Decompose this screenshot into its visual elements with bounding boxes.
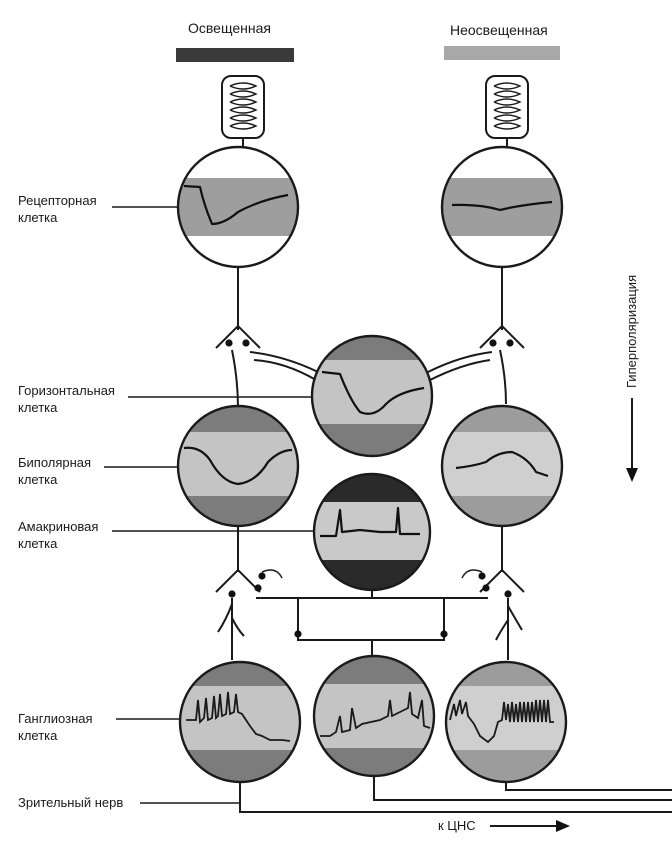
label-ganglion-line1: Ганглиозная <box>18 711 93 726</box>
ganglion-dendrites-right <box>495 590 523 660</box>
bipolar-cell-lit <box>176 404 300 528</box>
header-illuminated: Освещенная <box>188 20 271 36</box>
receptor-synapse-right <box>479 324 525 349</box>
ganglion-cell-middle <box>312 654 436 778</box>
label-receptor-line2: клетка <box>18 210 58 225</box>
receptor-cell-lit <box>176 145 300 269</box>
horizontal-cell <box>310 334 434 458</box>
label-amacrine-line2: клетка <box>18 536 58 551</box>
photoreceptor-outer-segment-left <box>221 75 265 150</box>
bipolar-synapse-left <box>215 568 283 593</box>
label-horizontal-line2: клетка <box>18 400 58 415</box>
label-receptor-line1: Рецепторная <box>18 193 97 208</box>
label-horizontal-cell: Горизонтальная клетка <box>18 382 115 416</box>
label-bipolar-line1: Биполярная <box>18 455 92 470</box>
label-bipolar-line2: клетка <box>18 472 58 487</box>
label-optic-nerve: Зрительный нерв <box>18 795 124 810</box>
label-amacrine-cell: Амакриновая клетка <box>18 518 98 552</box>
amacrine-cell <box>312 472 432 592</box>
label-to-cns: к ЦНС <box>438 818 476 833</box>
bipolar-synapse-right <box>461 568 525 593</box>
illuminated-bar <box>176 48 294 62</box>
label-receptor-cell: Рецепторная клетка <box>18 192 97 226</box>
header-not-illuminated: Неосвещенная <box>450 22 548 38</box>
label-amacrine-line1: Амакриновая <box>18 519 99 534</box>
ganglion-cell-lit <box>178 660 302 784</box>
label-ganglion-cell: Ганглиозная клетка <box>18 710 93 744</box>
label-horizontal-line1: Горизонтальная <box>18 383 115 398</box>
label-hyperpolarization: Гиперполяризация <box>624 274 639 388</box>
hyperpolarization-arrow-icon <box>626 398 638 482</box>
ganglion-cell-unlit <box>444 660 568 784</box>
unlit-bar <box>444 46 560 60</box>
photoreceptor-outer-segment-right <box>485 75 529 150</box>
receptor-synapse-left <box>215 324 261 349</box>
label-ganglion-line2: клетка <box>18 728 58 743</box>
ganglion-dendrites-left <box>217 590 245 660</box>
receptor-cell-unlit <box>440 145 564 269</box>
label-bipolar-cell: Биполярная клетка <box>18 454 91 488</box>
bipolar-cell-unlit <box>440 404 564 528</box>
cns-arrow-icon <box>490 820 570 832</box>
